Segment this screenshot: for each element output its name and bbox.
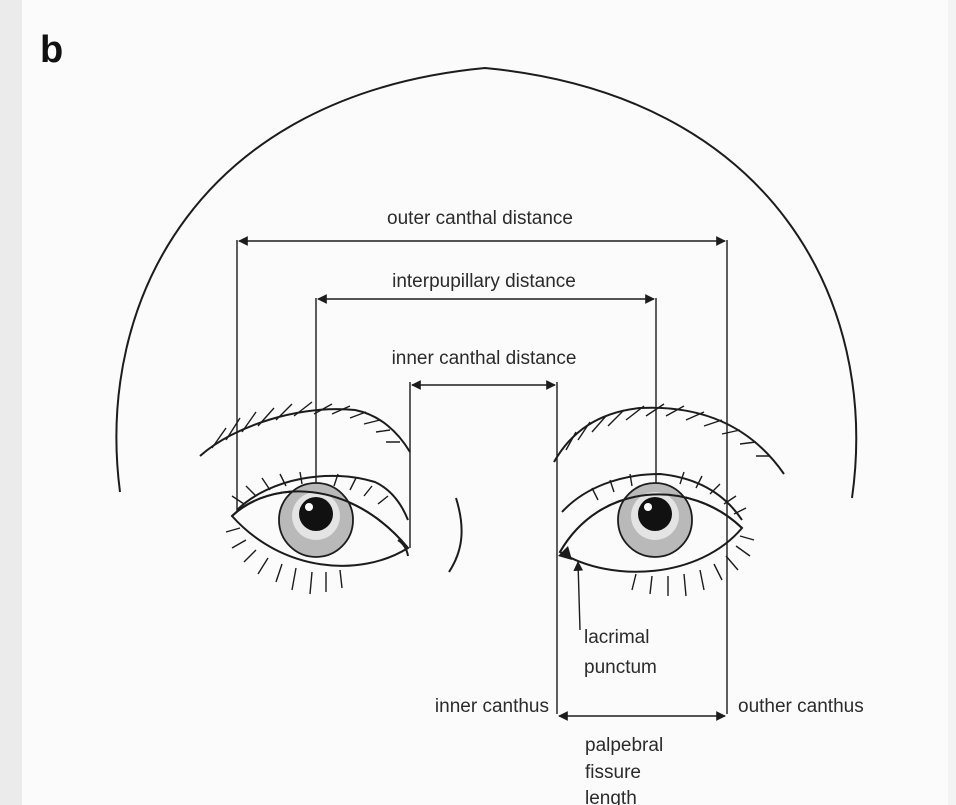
inner-canthal-distance-label: inner canthal distance (392, 348, 577, 369)
right-eyebrow (554, 404, 784, 474)
nose-outline (449, 498, 462, 572)
palpebral-fissure-label-line1: palpebral (585, 735, 663, 756)
inner-canthus-label: inner canthus (435, 696, 549, 717)
interpupillary-distance-label: interpupillary distance (392, 271, 576, 292)
panel-letter: b (40, 29, 63, 71)
interpupillary-distance-measure (316, 298, 656, 500)
outer-canthal-distance-label: outer canthal distance (387, 208, 573, 229)
inner-canthal-distance-measure (410, 382, 557, 560)
left-pupil (299, 497, 333, 531)
left-eyebrow (200, 402, 410, 456)
left-eye (200, 402, 410, 594)
lacrimal-punctum-label-line1: lacrimal (584, 627, 649, 648)
lacrimal-punctum-pointer (578, 562, 580, 630)
palpebral-fissure-label-line2: fissure (585, 762, 641, 783)
outer-canthus-label: outher canthus (738, 696, 864, 717)
right-eye (554, 404, 784, 596)
lacrimal-punctum-label-line2: punctum (584, 657, 657, 678)
palpebral-fissure-label-line3: length (585, 788, 637, 805)
right-pupil (638, 497, 672, 531)
